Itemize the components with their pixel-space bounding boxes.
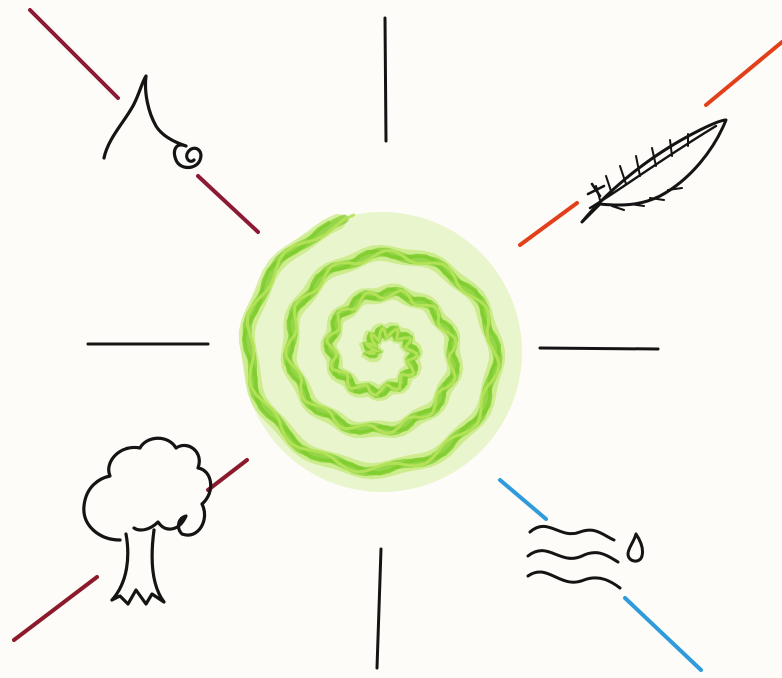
ray-right	[540, 348, 658, 349]
ray-top	[385, 18, 386, 141]
spiral-icon	[242, 212, 522, 492]
